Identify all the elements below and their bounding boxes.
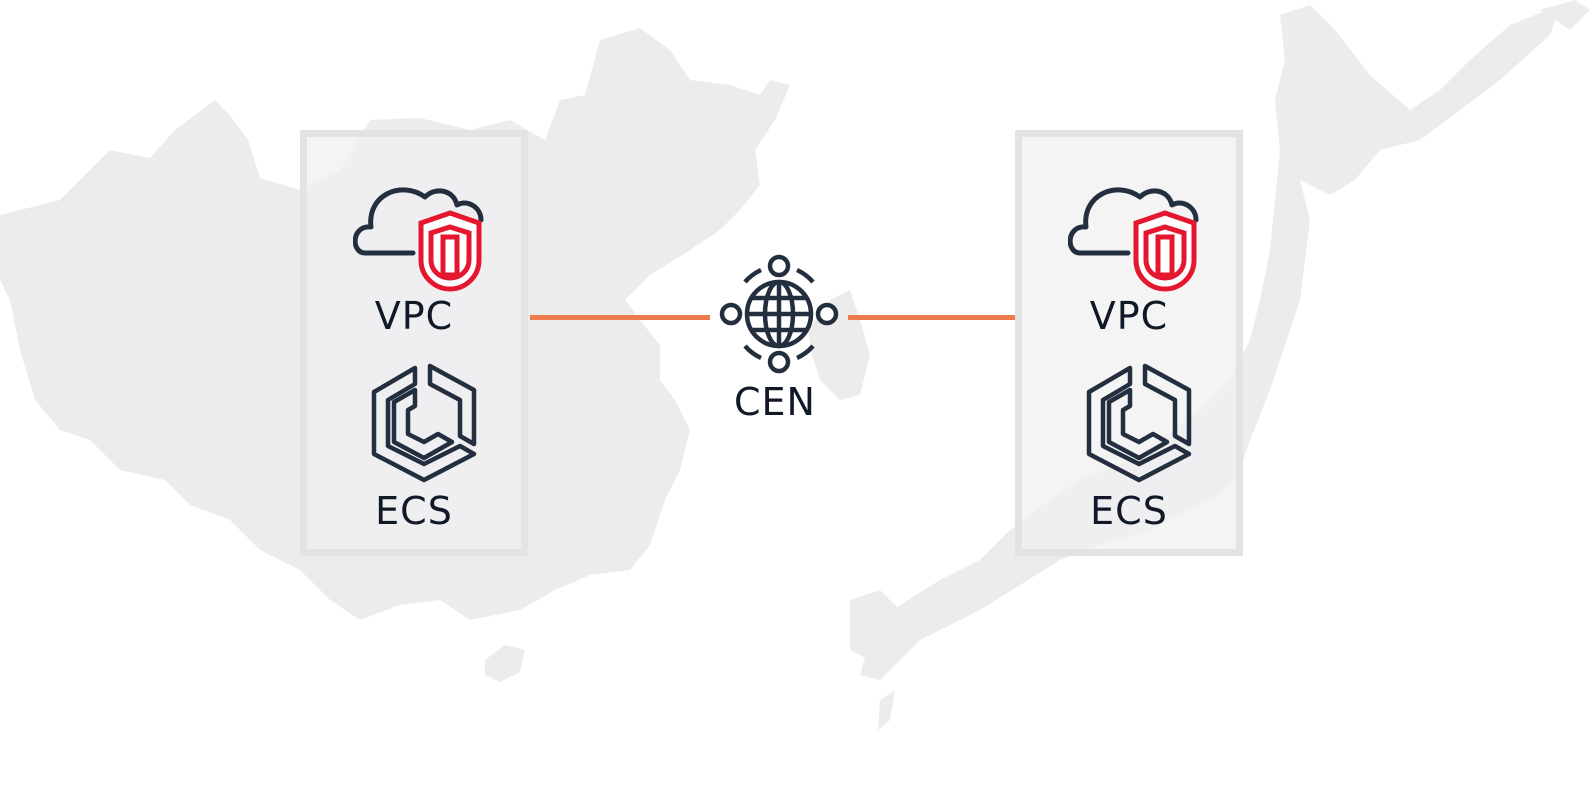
vpc-region-right: VPC ECS: [1015, 130, 1243, 556]
ecs-hexagon-icon: [371, 363, 477, 483]
ecs-label: ECS: [1090, 489, 1168, 533]
ecs-hexagon-icon: [1086, 363, 1192, 483]
vpc-cloud-shield-icon: [353, 187, 484, 292]
cen-link-left: [530, 315, 710, 320]
vpc-cloud-shield-icon: [1068, 187, 1199, 292]
cen-globe-network-icon: [719, 254, 839, 374]
vpc-label: VPC: [1089, 294, 1169, 338]
cen-label: CEN: [734, 380, 816, 424]
vpc-region-left: VPC ECS: [300, 130, 528, 556]
vpc-label: VPC: [374, 294, 454, 338]
cen-link-right: [848, 315, 1016, 320]
ecs-label: ECS: [375, 489, 453, 533]
